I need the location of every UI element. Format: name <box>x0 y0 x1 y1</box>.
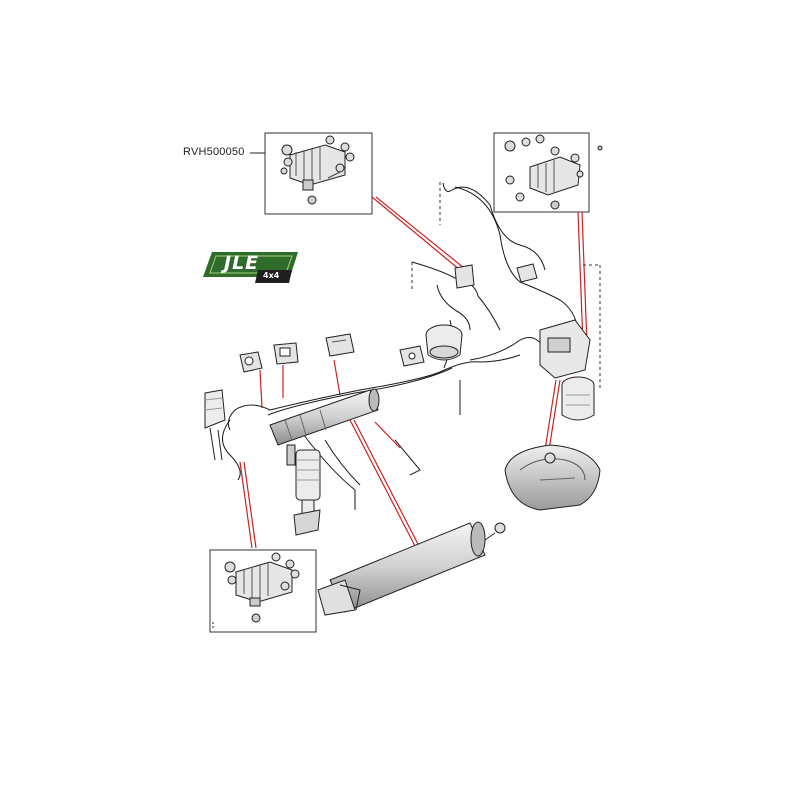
callout-lines <box>239 196 588 549</box>
clip-d <box>399 345 425 367</box>
clip-b <box>273 342 299 365</box>
inset-valve-block-top <box>250 132 373 215</box>
air-strut <box>286 444 321 536</box>
reservoir-upper <box>269 388 421 476</box>
air-lines <box>222 182 579 510</box>
clip-parts <box>239 263 538 373</box>
sensor <box>454 264 475 289</box>
inset-valve-block-right <box>493 132 603 213</box>
logo-main-text: JLE <box>224 252 260 274</box>
clip-e <box>516 263 538 283</box>
front-strut <box>204 389 226 461</box>
clip-a <box>239 351 263 373</box>
air-spring-rear-right <box>561 376 595 421</box>
jle-logo <box>203 252 298 283</box>
compressor-housing <box>504 444 601 511</box>
compressor-upper <box>539 319 591 379</box>
inset-valve-block-bottom <box>209 549 317 633</box>
reservoir-lower <box>317 521 506 616</box>
logo-sub-text: 4x4 <box>263 271 280 280</box>
air-spring-rear-left <box>425 324 463 361</box>
clip-c <box>325 333 355 357</box>
part-number-label: RVH500050 <box>183 146 245 158</box>
guide-lines <box>411 182 601 390</box>
